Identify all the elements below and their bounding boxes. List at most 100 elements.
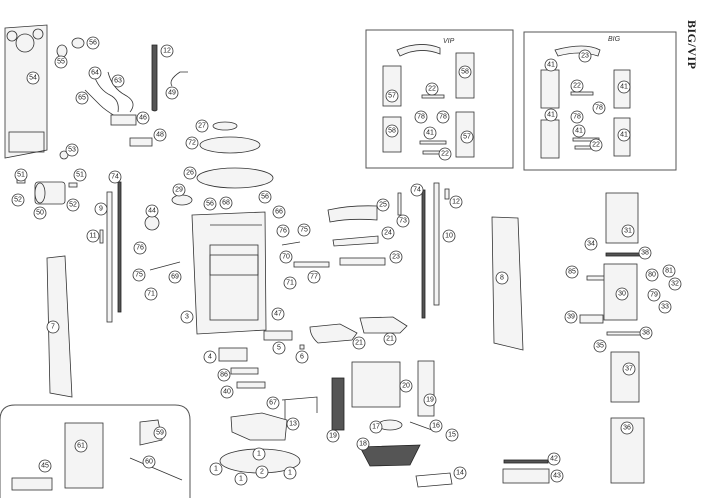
part-callout-37: 37 xyxy=(622,362,636,376)
part-bar-big xyxy=(570,91,594,96)
part-callout-54: 54 xyxy=(26,71,40,85)
part-callout-31: 31 xyxy=(621,224,635,238)
callout-number: 24 xyxy=(384,230,392,237)
callout-number: 66 xyxy=(275,209,283,216)
callout-circle xyxy=(620,421,634,435)
part-callout-41: 41 xyxy=(617,80,631,94)
part-glass-panel xyxy=(610,351,640,403)
part-side-panel xyxy=(46,255,73,398)
callout-number: 78 xyxy=(439,114,447,121)
callout-number: 8 xyxy=(500,275,504,282)
part-callout-38: 38 xyxy=(638,246,652,260)
callout-circle xyxy=(565,265,579,279)
part-ignition-plate xyxy=(236,381,266,389)
part-baffle xyxy=(332,235,379,247)
callout-number: 78 xyxy=(595,105,603,112)
callout-circle xyxy=(183,166,197,180)
part-callout-68: 68 xyxy=(219,196,233,210)
part-wire xyxy=(94,77,119,113)
callout-number: 79 xyxy=(650,292,658,299)
callout-circle xyxy=(352,336,366,350)
callout-circle xyxy=(385,124,399,138)
callout-number: 21 xyxy=(355,340,363,347)
callout-number: 58 xyxy=(461,69,469,76)
part-callout-69: 69 xyxy=(168,270,182,284)
callout-number: 58 xyxy=(388,128,396,135)
callout-number: 16 xyxy=(432,423,440,430)
part-callout-48: 48 xyxy=(153,128,167,142)
part-callout-34: 34 xyxy=(584,237,598,251)
part-callout-66: 66 xyxy=(272,205,286,219)
part-callout-78: 78 xyxy=(592,101,606,115)
callout-number: 74 xyxy=(111,174,119,181)
part-control-unit xyxy=(11,477,53,491)
callout-number: 70 xyxy=(282,254,290,261)
callout-number: 38 xyxy=(642,330,650,337)
part-hinge-bar xyxy=(579,314,604,324)
callout-number: 39 xyxy=(567,314,575,321)
callout-circle xyxy=(283,276,297,290)
callout-number: 22 xyxy=(573,83,581,90)
part-callout-12: 12 xyxy=(160,44,174,58)
callout-number: 22 xyxy=(592,142,600,149)
callout-number: 46 xyxy=(139,115,147,122)
callout-number: 76 xyxy=(279,228,287,235)
part-callout-56: 56 xyxy=(203,197,217,211)
part-callout-53: 53 xyxy=(65,143,79,157)
callout-circle xyxy=(564,310,578,324)
part-callout-64: 64 xyxy=(88,66,102,80)
callout-number: 67 xyxy=(269,400,277,407)
callout-circle xyxy=(453,466,467,480)
callout-number: 17 xyxy=(372,424,380,431)
callout-number: 7 xyxy=(51,324,55,331)
callout-number: 9 xyxy=(99,206,103,213)
big-inset-box xyxy=(523,31,677,171)
callout-circle xyxy=(271,307,285,321)
callout-number: 47 xyxy=(274,311,282,318)
callout-circle xyxy=(639,326,653,340)
callout-number: 72 xyxy=(188,140,196,147)
part-callout-22: 22 xyxy=(570,79,584,93)
callout-number: 52 xyxy=(14,197,22,204)
callout-number: 77 xyxy=(310,274,318,281)
callout-circle xyxy=(180,310,194,324)
part-callout-9: 9 xyxy=(94,202,108,216)
part-ash-drawer xyxy=(230,412,288,441)
callout-circle xyxy=(86,229,100,243)
callout-number: 69 xyxy=(171,274,179,281)
part-callout-32: 32 xyxy=(668,277,682,291)
callout-number: 53 xyxy=(68,147,76,154)
part-brick xyxy=(309,323,358,344)
callout-number: 5 xyxy=(277,345,281,352)
callout-circle xyxy=(168,270,182,284)
part-callout-47: 47 xyxy=(271,307,285,321)
callout-circle xyxy=(438,147,452,161)
callout-circle xyxy=(376,198,390,212)
callout-number: 61 xyxy=(77,443,85,450)
part-callout-76: 76 xyxy=(133,241,147,255)
callout-circle xyxy=(544,58,558,72)
callout-number: 41 xyxy=(620,84,628,91)
part-clip xyxy=(68,182,78,188)
callout-circle xyxy=(385,89,399,103)
part-burner-bar xyxy=(293,261,330,268)
part-callout-22: 22 xyxy=(425,82,439,96)
callout-circle xyxy=(94,202,108,216)
part-callout-6: 6 xyxy=(295,350,309,364)
callout-circle xyxy=(160,44,174,58)
part-frame xyxy=(281,396,318,422)
part-callout-41: 41 xyxy=(572,124,586,138)
part-callout-65: 65 xyxy=(75,91,89,105)
part-rod xyxy=(409,421,433,431)
part-callout-21: 21 xyxy=(383,332,397,346)
part-callout-2: 2 xyxy=(255,465,269,479)
part-handle-vip xyxy=(396,44,441,57)
callout-number: 3 xyxy=(185,314,189,321)
part-rail xyxy=(117,181,122,313)
callout-circle xyxy=(111,74,125,88)
part-callout-21: 21 xyxy=(352,336,366,350)
callout-circle xyxy=(396,214,410,228)
callout-circle xyxy=(133,241,147,255)
part-back-panel xyxy=(4,24,48,159)
part-probe xyxy=(151,44,158,112)
